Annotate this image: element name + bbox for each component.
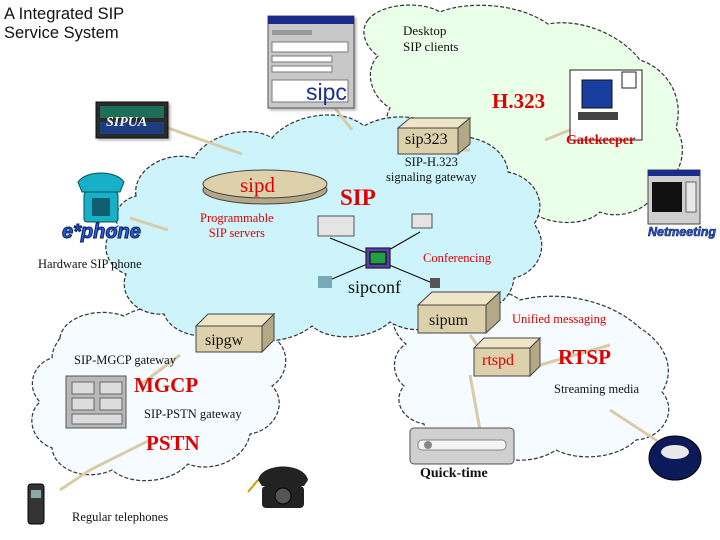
quicktime-label: Quick-time	[420, 466, 488, 481]
rtspd-label: rtspd	[482, 352, 514, 369]
sip323-label: sip323	[405, 131, 448, 148]
desktop-clients-line-2: SIP clients	[403, 38, 459, 54]
sip-h323-gateway-label: SIP-H.323 signaling gateway	[386, 155, 477, 185]
server-screenshot	[317, 215, 355, 237]
quicktime-player	[409, 427, 515, 465]
desktop-client-screenshot	[267, 15, 355, 109]
sipd-ellipse	[202, 169, 328, 205]
mgcp-label: MGCP	[134, 373, 199, 397]
sip-h323-gateway-line-1: SIP-H.323	[404, 155, 458, 169]
h323-computer-icon	[569, 69, 643, 141]
sip323-box	[396, 116, 472, 156]
ephone-logo: e*phone	[62, 221, 142, 243]
mgcp-gateway-device	[65, 375, 127, 429]
rtspd-box	[472, 336, 542, 378]
sip-mgcp-gateway-label: SIP-MGCP gateway	[74, 353, 176, 367]
ephone-handset-icon	[77, 172, 125, 223]
regular-telephones-label: Regular telephones	[72, 510, 169, 524]
sipum-label: sipum	[429, 312, 469, 329]
sipgw-label: sipgw	[205, 332, 244, 349]
title-line-2: Service System	[4, 24, 119, 43]
netmeeting-logo: Netmeeting	[648, 225, 717, 239]
conferencing-label: Conferencing	[423, 251, 492, 265]
title-line-1: A Integrated SIP	[4, 5, 125, 23]
terminal-screenshot	[411, 213, 433, 229]
streaming-media-icon	[648, 435, 702, 481]
sip-h323-gateway-line-2: signaling gateway	[386, 170, 477, 185]
sipua-phone-photo	[95, 101, 169, 139]
programmable-line-1: Programmable	[200, 211, 274, 225]
desktop-clients-label: Desktop SIP clients	[403, 24, 459, 53]
gatekeeper-label: Gatekeeper	[566, 133, 636, 148]
pstn-label: PSTN	[146, 431, 200, 455]
programmable-label: Programmable SIP servers	[200, 211, 274, 241]
sipgw-box	[194, 312, 276, 354]
sipconf-label: sipconf	[348, 277, 401, 297]
h323-label: H.323	[492, 89, 546, 113]
sipc-label: sipc	[306, 79, 347, 105]
cellphone-icon	[27, 483, 45, 525]
sip-label: SIP	[340, 185, 376, 210]
conference-endpoints	[318, 276, 440, 288]
desktop-clients-line-1: Desktop	[403, 23, 447, 38]
streaming-media-label: Streaming media	[554, 382, 640, 396]
unified-messaging-label: Unified messaging	[512, 312, 607, 326]
sipua-label: SIPUA	[106, 115, 148, 130]
sipum-box	[416, 290, 502, 335]
netmeeting-screenshot	[647, 169, 701, 225]
sip-pstn-gateway-label: SIP-PSTN gateway	[144, 407, 242, 421]
conferencing-hub	[324, 231, 431, 283]
rtsp-label: RTSP	[558, 345, 611, 369]
hardware-phone-label: Hardware SIP phone	[38, 257, 142, 271]
programmable-line-2: SIP servers	[208, 226, 265, 241]
rotary-phone-icon	[247, 466, 308, 508]
sipd-label: sipd	[240, 173, 276, 197]
title: A Integrated SIP Service System	[4, 5, 125, 43]
